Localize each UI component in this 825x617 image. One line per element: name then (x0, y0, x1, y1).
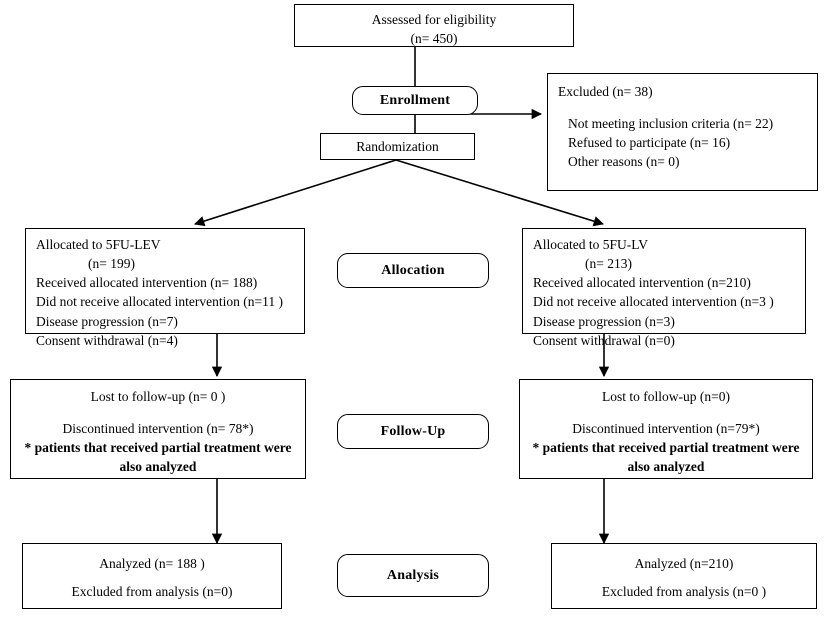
stage-label-allocation: Allocation (337, 253, 489, 288)
followup-right-note-2: also analyzed (627, 459, 705, 475)
enrollment-text: Enrollment (379, 92, 451, 108)
allocated-left-line-2: (n= 199) (88, 256, 135, 272)
analyzed-right-line-2: Excluded from analysis (n=0 ) (601, 584, 767, 600)
assessed-line-2: (n= 450) (410, 31, 458, 47)
connector-randomization-to-left-allocation (194, 159, 397, 227)
box-allocated-right: Allocated to 5FU-LV (n= 213) Received al… (522, 228, 806, 348)
allocated-right-line-2: (n= 213) (585, 256, 632, 272)
box-analyzed-left: Analyzed (n= 188 ) Excluded from analysi… (22, 543, 282, 609)
followup-left-spacer (11, 406, 305, 419)
allocated-left-line-1: Allocated to 5FU-LEV (36, 237, 161, 252)
box-allocated-left: Allocated to 5FU-LEV (n= 199) Received a… (25, 228, 305, 348)
excluded-reason-1: Refused to participate (n= 16) (568, 135, 731, 151)
followup-right-spacer (520, 406, 812, 419)
box-assessed-for-eligibility: Assessed for eligibility (n= 450) (294, 4, 574, 47)
followup-right-note-1: * patients that received partial treatme… (532, 440, 800, 456)
allocated-left-line-4: Did not receive allocated intervention (… (36, 294, 284, 310)
excluded-reason-2: Other reasons (n= 0) (568, 154, 680, 170)
box-analyzed-right: Analyzed (n=210) Excluded from analysis … (551, 543, 817, 609)
allocated-left-line-5: Disease progression (n=7) (36, 313, 178, 329)
box-followup-left: Lost to follow-up (n= 0 ) Discontinued i… (10, 379, 306, 479)
allocated-right-line-5: Disease progression (n=3) (533, 313, 675, 329)
allocated-right-line-3: Received allocated intervention (n=210) (533, 275, 751, 291)
followup-right-line-1: Lost to follow-up (n=0) (602, 389, 730, 404)
followup-left-note-2: also analyzed (119, 459, 197, 475)
analyzed-left-line-2: Excluded from analysis (n=0) (71, 584, 233, 600)
allocated-right-line-4: Did not receive allocated intervention (… (533, 294, 774, 310)
stage-label-analysis: Analysis (337, 554, 489, 597)
analyzed-right-line-1: Analyzed (n=210) (634, 556, 734, 571)
excluded-reason-0: Not meeting inclusion criteria (n= 22) (568, 116, 774, 132)
randomization-text: Randomization (356, 138, 439, 154)
assessed-line-1: Assessed for eligibility (371, 12, 497, 27)
followup-left-line-1: Lost to follow-up (n= 0 ) (90, 389, 226, 404)
stage-label-enrollment: Enrollment (352, 86, 478, 115)
allocated-left-line-6: Consent withdrawal (n=4) (36, 332, 178, 348)
allocated-right-line-6: Consent withdrawal (n=0) (533, 332, 675, 348)
excluded-heading: Excluded (n= 38) (558, 84, 653, 99)
analyzed-left-line-1: Analyzed (n= 188 ) (99, 556, 205, 571)
followup-left-line-2: Discontinued intervention (n= 78*) (62, 421, 254, 437)
allocation-text: Allocation (381, 262, 445, 278)
allocated-left-line-3: Received allocated intervention (n= 188) (36, 275, 258, 291)
box-excluded: Excluded (n= 38) Not meeting inclusion c… (547, 73, 818, 191)
allocated-right-line-1: Allocated to 5FU-LV (533, 237, 648, 252)
analyzed-left-spacer (23, 573, 281, 582)
followup-left-note-1: * patients that received partial treatme… (24, 440, 292, 456)
analyzed-right-spacer (552, 573, 816, 582)
follow-up-text: Follow-Up (380, 423, 446, 439)
box-followup-right: Lost to follow-up (n=0) Discontinued int… (519, 379, 813, 479)
followup-right-line-2: Discontinued intervention (n=79*) (572, 421, 760, 437)
stage-label-follow-up: Follow-Up (337, 414, 489, 449)
analysis-text: Analysis (386, 567, 440, 583)
box-randomization: Randomization (320, 133, 475, 160)
excluded-spacer (558, 101, 817, 114)
